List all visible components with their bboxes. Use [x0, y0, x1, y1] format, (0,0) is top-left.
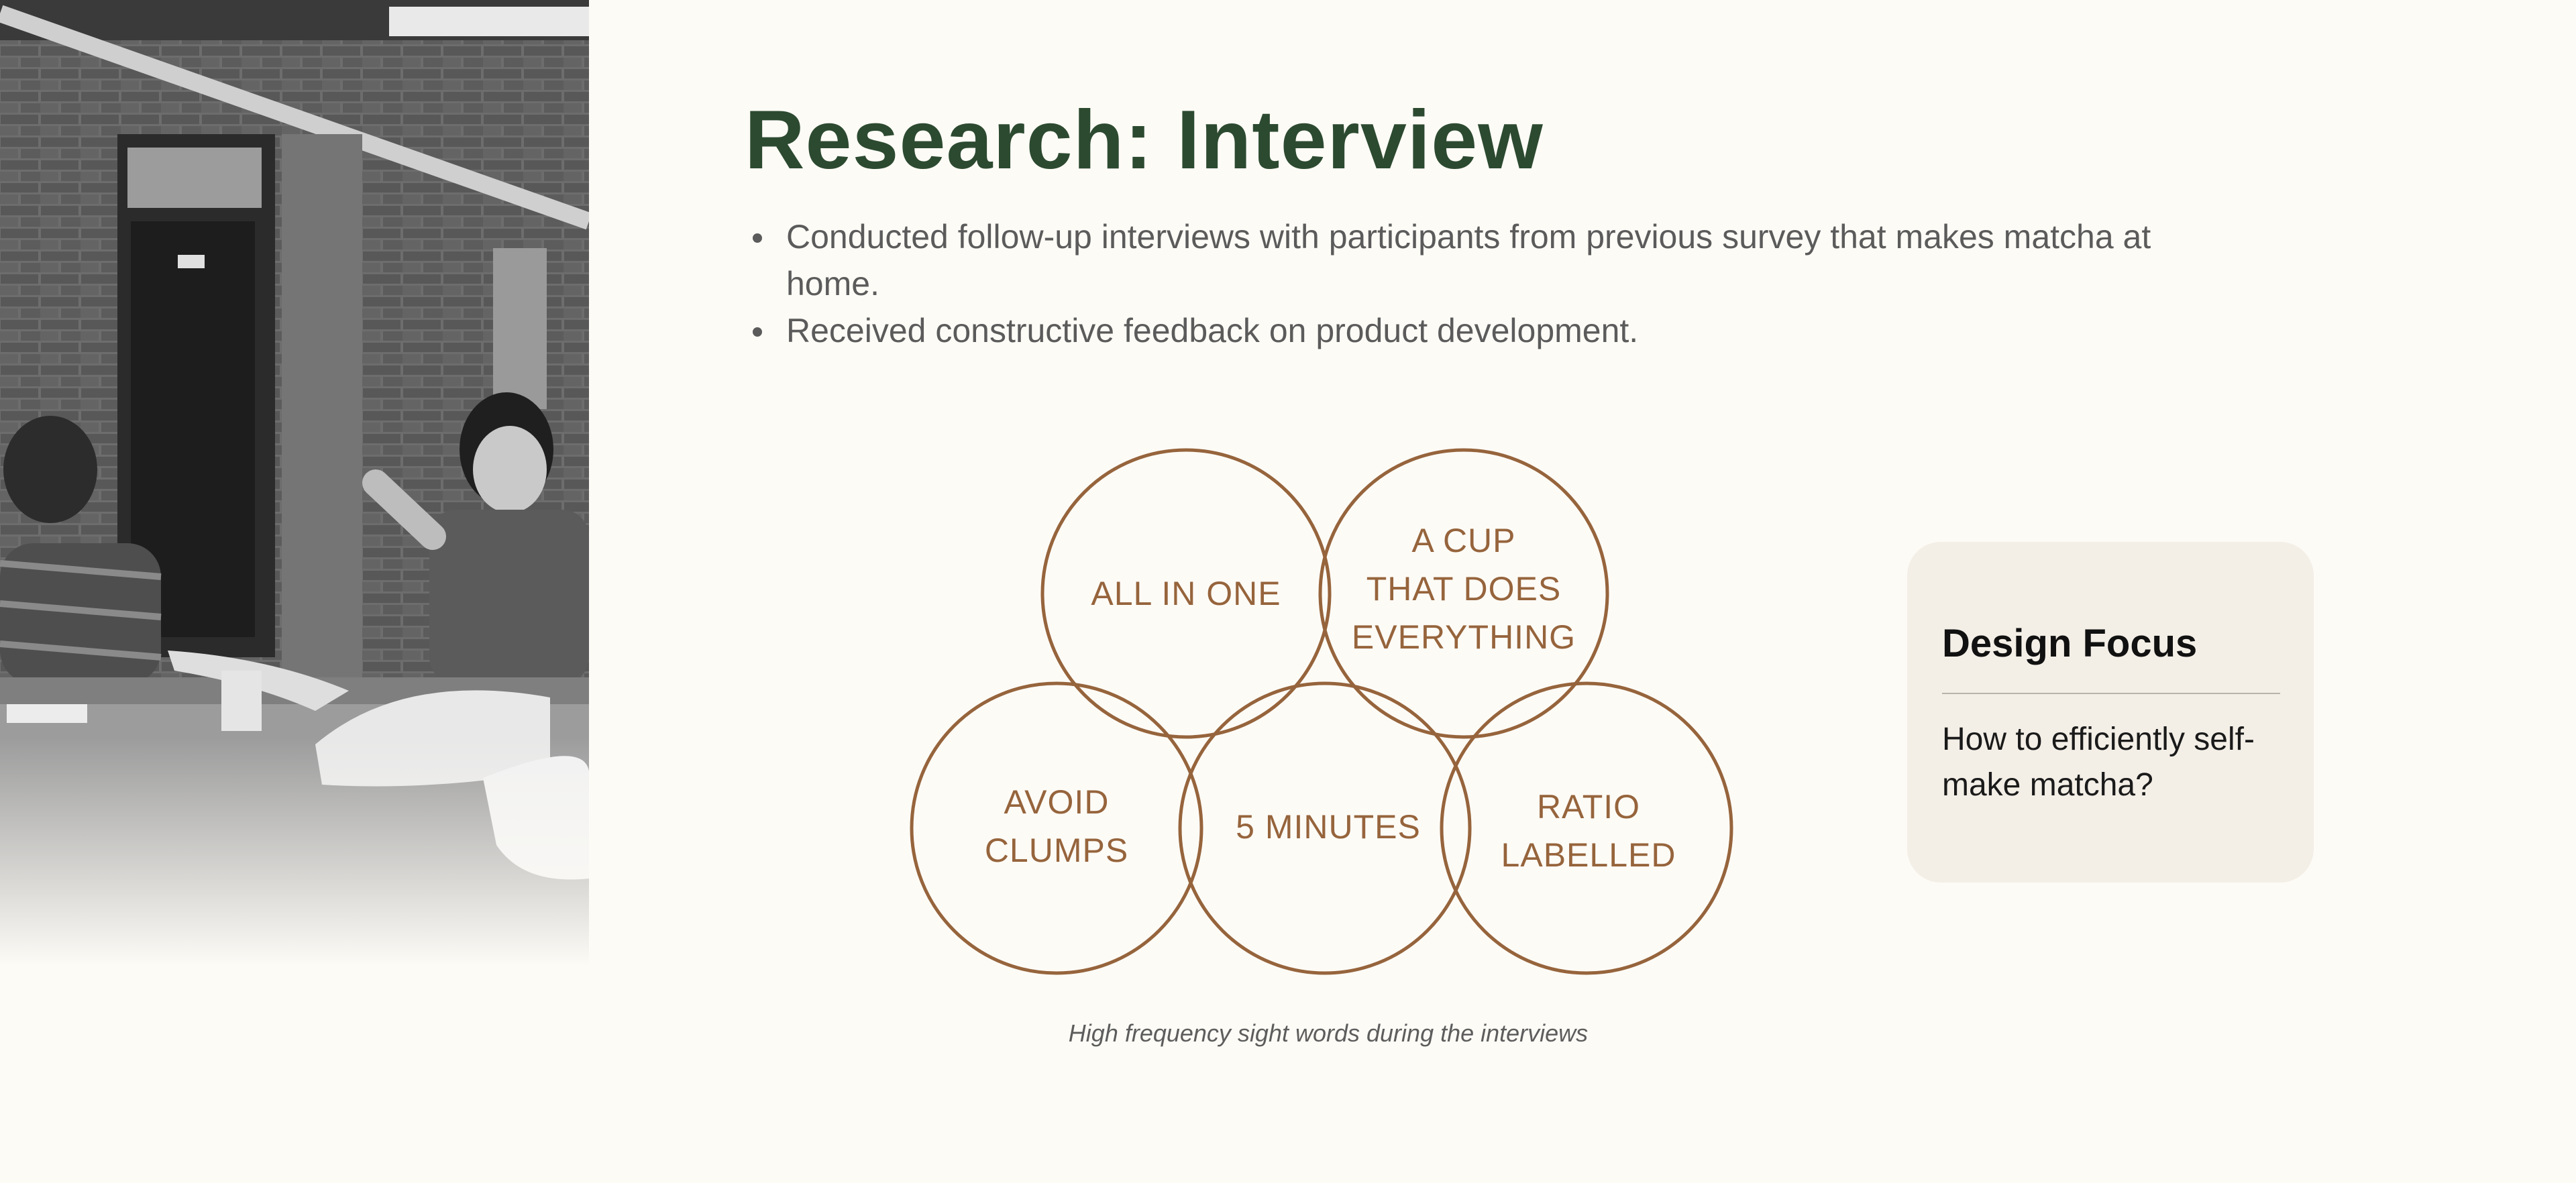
- venn-circle-5-minutes: [1178, 681, 1472, 975]
- venn-caption: High frequency sight words during the in…: [1068, 1019, 1589, 1047]
- venn-circle-a-cup: [1318, 448, 1609, 739]
- venn-label-a-cup-line3: EVERYTHING: [1352, 618, 1576, 656]
- venn-circle-avoid-clumps: [910, 681, 1203, 975]
- divider: [1942, 693, 2280, 694]
- interview-photo: [0, 0, 589, 966]
- venn-label-avoid-clumps-line1: AVOID: [1004, 783, 1110, 821]
- venn-label-all-in-one: ALL IN ONE: [1091, 575, 1281, 612]
- venn-circle-all-in-one: [1040, 448, 1332, 739]
- page-title: Research: Interview: [745, 94, 1544, 186]
- design-focus-heading: Design Focus: [1942, 622, 2198, 665]
- design-focus-text: How to efficiently self-make matcha?: [1942, 722, 2255, 803]
- bullet-item: Conducted follow-up interviews with part…: [745, 213, 2153, 307]
- bullet-item: Received constructive feedback on produc…: [745, 307, 2153, 354]
- venn-circle-ratio-labelled: [1440, 681, 1733, 975]
- venn-label-a-cup-line1: A CUP: [1411, 522, 1515, 559]
- venn-label-avoid-clumps-line2: CLUMPS: [985, 832, 1128, 869]
- bullet-list: Conducted follow-up interviews with part…: [745, 213, 2153, 354]
- venn-label-5-minutes: 5 MINUTES: [1236, 808, 1421, 846]
- venn-label-ratio-labelled-line1: RATIO: [1537, 788, 1640, 826]
- venn-label-a-cup-line2: THAT DOES: [1366, 570, 1562, 608]
- venn-label-ratio-labelled-line2: LABELLED: [1501, 836, 1676, 874]
- design-focus-card: Design Focus How to efficiently self-mak…: [1907, 542, 2314, 883]
